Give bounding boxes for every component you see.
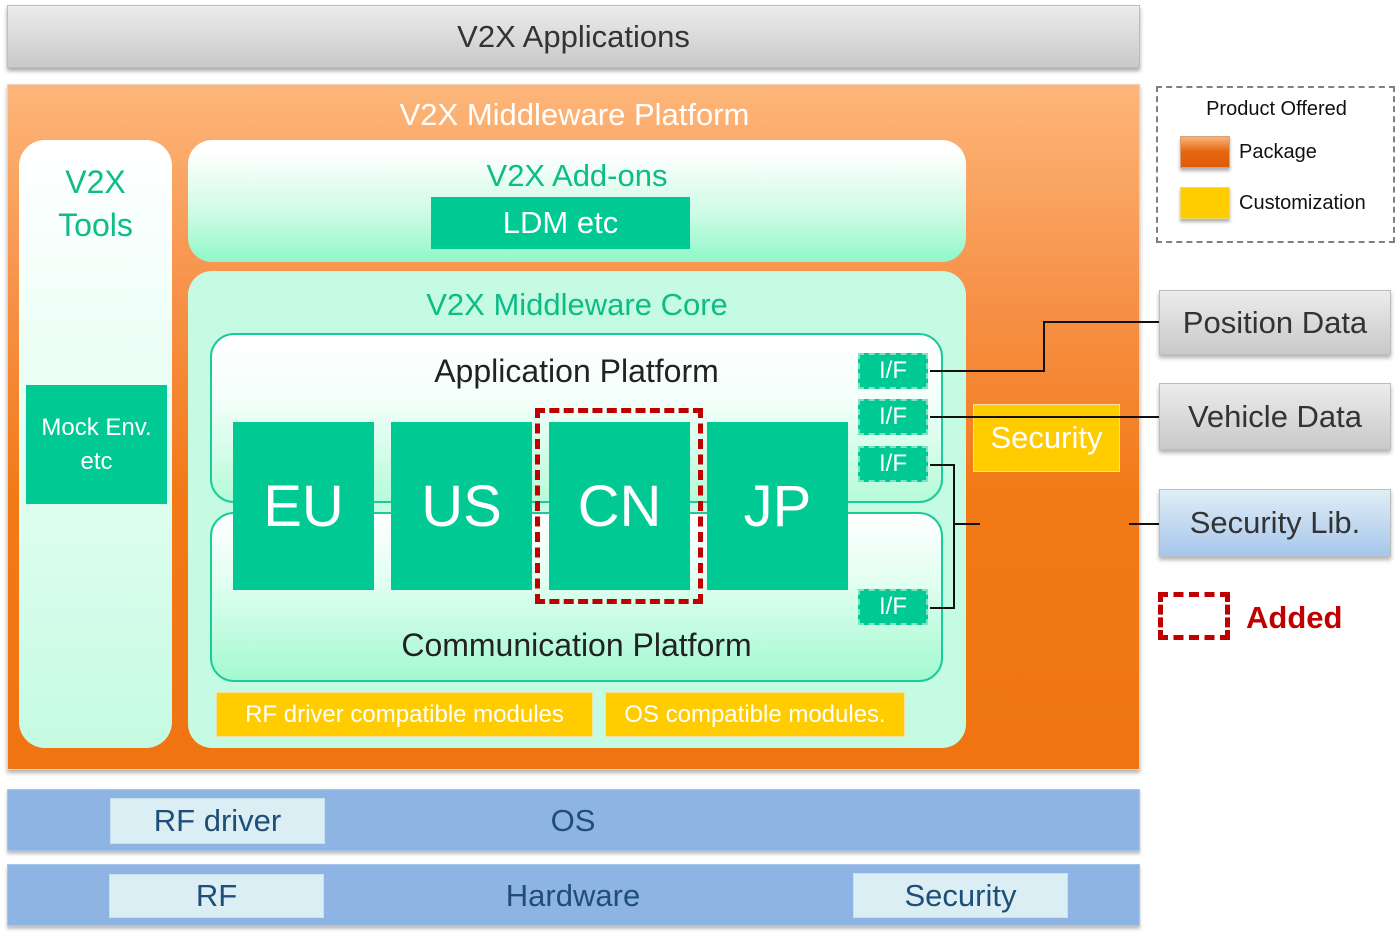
region-jp: JP [707, 422, 848, 590]
legend-added-swatch [1158, 592, 1230, 640]
middleware-platform-title: V2X Middleware Platform [399, 97, 750, 132]
vehicle-data-box: Vehicle Data [1159, 383, 1391, 450]
legend-package-label: Package [1239, 140, 1317, 163]
rf-chip: RF [109, 874, 324, 918]
mock-line2: etc [80, 447, 113, 475]
application-platform-title: Application Platform [434, 352, 719, 389]
interface-position: I/F [858, 353, 928, 389]
interface-security-app: I/F [858, 446, 928, 482]
os-compat-modules: OS compatible modules. [605, 692, 905, 737]
legend-customization-label: Customization [1239, 191, 1366, 214]
region-us: US [391, 422, 532, 590]
core-title: V2X Middleware Core [426, 287, 728, 322]
tools-title-line1: V2X [65, 164, 126, 200]
region-eu: EU [233, 422, 374, 590]
os-layer: RF driver OS [7, 789, 1140, 851]
v2x-tools-panel: V2X Tools Mock Env. etc [19, 140, 172, 748]
v2x-middleware-platform: V2X Middleware Platform V2X Tools Mock E… [7, 84, 1140, 770]
legend: Product Offered Package Customization [1156, 86, 1395, 243]
mock-line1: Mock Env. [41, 413, 152, 441]
interface-vehicle: I/F [858, 399, 928, 435]
position-data-box: Position Data [1159, 290, 1391, 355]
region-cn: CN [549, 422, 690, 590]
ldm-module: LDM etc [431, 197, 690, 249]
v2x-applications-label: V2X Applications [457, 18, 690, 54]
security-module: Security [973, 404, 1120, 472]
legend-package-swatch [1180, 136, 1230, 168]
v2x-addons-panel: V2X Add-ons LDM etc [188, 140, 966, 262]
hardware-label: Hardware [505, 878, 641, 913]
hardware-layer: RF Hardware Security [7, 864, 1140, 926]
rf-driver-chip: RF driver [110, 798, 325, 844]
v2x-middleware-core: V2X Middleware Core Application Platform… [188, 271, 966, 748]
os-label: OS [550, 803, 596, 838]
rf-driver-compat-modules: RF driver compatible modules [216, 692, 593, 737]
addons-title: V2X Add-ons [486, 158, 668, 193]
legend-title: Product Offered [1206, 97, 1347, 120]
mock-env-module: Mock Env. etc [26, 385, 167, 504]
interface-security-comm: I/F [858, 589, 928, 625]
added-highlight-frame [535, 408, 703, 604]
tools-title-line2: Tools [58, 207, 133, 243]
hardware-security-chip: Security [853, 873, 1068, 918]
legend-added-label: Added [1246, 600, 1343, 635]
v2x-tools-title: V2X Tools [19, 154, 172, 254]
v2x-applications-layer: V2X Applications [7, 5, 1140, 68]
security-lib-box: Security Lib. [1159, 489, 1391, 557]
legend-customization-swatch [1180, 187, 1230, 219]
communication-platform-title: Communication Platform [401, 626, 752, 663]
